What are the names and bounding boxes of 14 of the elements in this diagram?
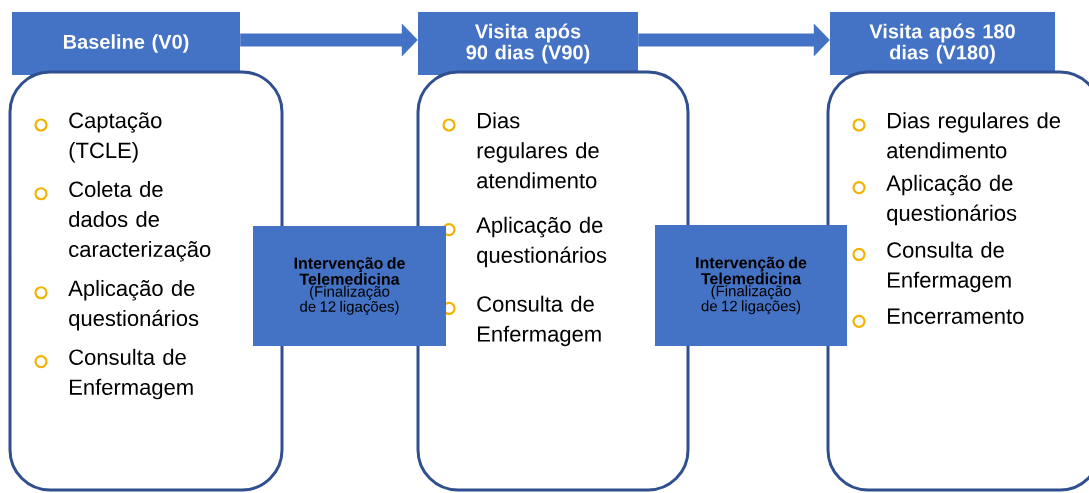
bullet-item: Dias regulares de atendimento (442, 112, 599, 189)
bullet-item: Consulta de Enfermagem (852, 241, 1011, 293)
bullet-item: Captação (TCLE) (34, 112, 162, 163)
intervention-box: Intervenção de Telemedicina (Finalização de 12 ligações) (655, 225, 847, 346)
bullet-item: Aplicação de questionários (34, 279, 199, 331)
stage-header: Visita após 90 dias (V90) (418, 12, 638, 75)
bullet-item: Dias regulares de atendimento (852, 112, 1061, 159)
stage-header: Baseline (V0) (12, 12, 240, 75)
bullet-item: Encerramento (852, 308, 1024, 328)
bullet-item: Coleta de dados de caracterização (34, 180, 211, 262)
stage-header: Visita após 180 dias (V180) (830, 12, 1055, 75)
bullet-item: Consulta de Enfermagem (34, 348, 193, 400)
bullet-item: Aplicação de questionários (852, 174, 1017, 226)
intervention-box: Intervenção de Telemedicina (Finalização de 12 ligações) (253, 226, 446, 346)
